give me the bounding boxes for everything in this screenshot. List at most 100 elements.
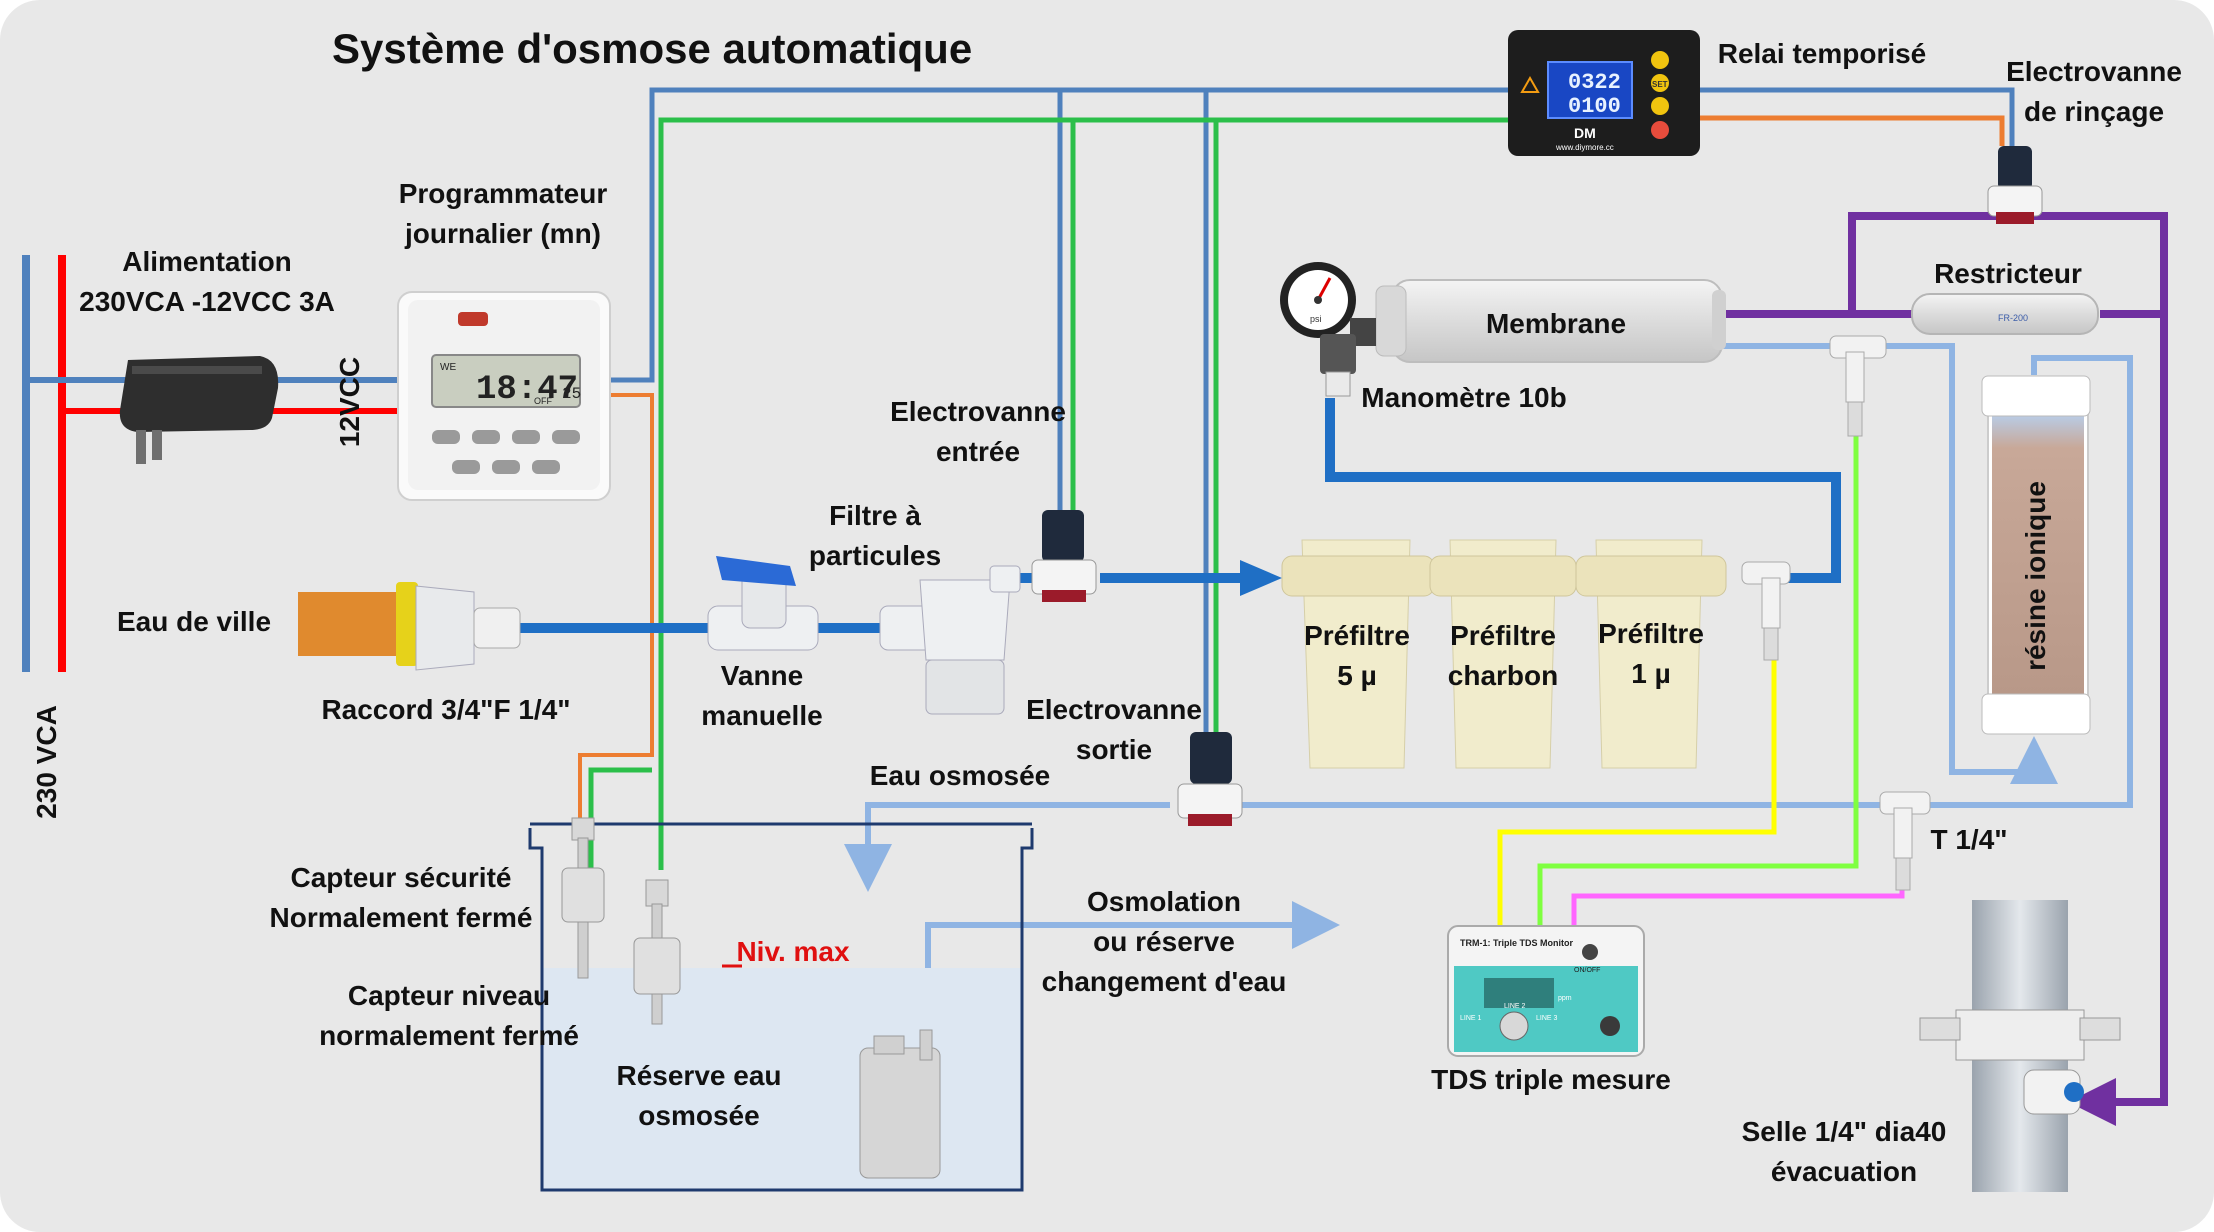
label-ev-entree: Electrovanne entrée	[880, 392, 1076, 472]
label-prefiltre-1-l2: 5 µ	[1337, 660, 1377, 691]
relay-brand: DM	[1574, 125, 1596, 141]
label-programmateur-l1: Programmateur	[398, 178, 608, 209]
pipe-lb-resine-out	[1240, 355, 2133, 808]
wire-orange-security	[578, 393, 654, 820]
manual-valve	[707, 556, 819, 651]
restrictor: FR-200	[1911, 293, 2099, 335]
label-vanne-manuelle-l2: manuelle	[701, 700, 823, 731]
diagram-title: Système d'osmose automatique	[332, 25, 973, 72]
label-niv-max: Niv. max	[736, 936, 850, 967]
city-water-inlet	[298, 582, 521, 671]
pipe-lb-to-resine	[1880, 343, 2058, 784]
label-prefiltre-3: Préfiltre 1 µ	[1586, 614, 1716, 694]
label-eau-de-ville: Eau de ville	[116, 606, 272, 637]
label-filtre-particules-l2: particules	[808, 540, 942, 571]
label-programmateur: Programmateur journalier (mn)	[374, 174, 632, 254]
pipe-purple-rinse	[2024, 212, 2168, 1126]
label-prefiltre-2-l2: charbon	[1447, 660, 1559, 691]
relay-line1: 0322	[1568, 70, 1621, 95]
label-ev-rincage: Electrovanne de rinçage	[1996, 52, 2192, 132]
tds-line1: LINE 1	[1460, 1015, 1482, 1022]
label-vanne-manuelle-l1: Vanne	[720, 660, 804, 691]
drain-saddle	[1919, 900, 2121, 1192]
label-capteur-niveau-l1: Capteur niveau	[347, 980, 551, 1011]
power-adapter	[119, 356, 279, 464]
label-reserve-l2: osmosée	[638, 1100, 760, 1131]
label-prefiltre-3-l2: 1 µ	[1631, 658, 1671, 689]
wire-blue-relay-out	[1700, 87, 2015, 146]
gauge-label: psi	[1310, 314, 1322, 324]
label-osmolation: Osmolation ou réserve changement d'eau	[1030, 882, 1298, 1002]
label-alimentation-l2: 230VCA -12VCC 3A	[79, 286, 335, 317]
label-prefiltre-2-l1: Préfiltre	[1450, 620, 1556, 651]
label-ev-sortie-l1: Electrovanne	[1026, 694, 1202, 725]
label-eau-osmosee: Eau osmosée	[869, 760, 1051, 791]
security-float-sensor	[561, 817, 605, 979]
label-prefiltre-1-l1: Préfiltre	[1304, 620, 1410, 651]
label-osmolation-l1: Osmolation	[1086, 886, 1241, 917]
label-osmolation-l3: changement d'eau	[1041, 966, 1287, 997]
wire-blue-control	[605, 87, 1508, 383]
pipe-lb-eau-osmosee	[844, 802, 1170, 892]
tds-title: TRM-1: Triple TDS Monitor	[1460, 938, 1573, 948]
tds-unit: ppm	[1558, 995, 1572, 1002]
pipe-prefiltre-membrane	[1325, 398, 1841, 583]
label-12vcc: 12VCC	[334, 356, 365, 448]
flow-arrow	[1240, 560, 1282, 596]
label-ev-sortie: Electrovanne sortie	[1016, 690, 1212, 770]
label-230vca: 230 VCA	[31, 705, 62, 819]
particle-filter	[879, 565, 1021, 715]
label-t14: T 1/4"	[1930, 824, 2008, 855]
label-ev-rincage-l2: de rinçage	[2023, 96, 2165, 127]
ion-resin-cartridge	[1981, 375, 2091, 735]
tee-fitting-prefilter	[1741, 561, 1791, 661]
label-selle-l2: évacuation	[1770, 1156, 1918, 1187]
label-manometre: Manomètre 10b	[1361, 382, 1567, 413]
label-capteur-niveau: Capteur niveau normalement fermé	[300, 976, 598, 1056]
tds-onoff: ON/OFF	[1574, 967, 1600, 974]
restrictor-text: FR-200	[1998, 313, 2028, 323]
label-alimentation-l1: Alimentation	[122, 246, 292, 277]
timer-off: OFF	[534, 396, 552, 406]
label-selle-l1: Selle 1/4" dia40	[1741, 1116, 1947, 1147]
outlet-solenoid-valve	[1177, 732, 1243, 826]
tee-fitting-t14	[1879, 791, 1931, 891]
label-restricteur: Restricteur	[1934, 258, 2082, 289]
level-float-sensor	[633, 879, 681, 1025]
label-relai: Relai temporisé	[1717, 38, 1927, 69]
wire-yellow-tds	[1497, 660, 1777, 930]
label-ev-rincage-l1: Electrovanne	[2006, 56, 2182, 87]
pressure-gauge: psi	[1280, 262, 1376, 397]
label-ev-sortie-l2: sortie	[1075, 734, 1153, 765]
tee-fitting-membrane	[1829, 335, 1887, 437]
label-tds: TDS triple mesure	[1431, 1064, 1671, 1095]
label-capteur-securite: Capteur sécurité Normalement fermé	[252, 858, 550, 938]
label-selle: Selle 1/4" dia40 évacuation	[1724, 1112, 1964, 1192]
label-ev-entree-l2: entrée	[935, 436, 1021, 467]
relay-set: SET	[1652, 80, 1668, 89]
tds-line3: LINE 3	[1536, 1015, 1558, 1022]
prefilter-2	[1429, 539, 1577, 769]
timer-seconds: 25	[562, 385, 581, 403]
label-filtre-particules: Filtre à particules	[790, 496, 960, 576]
rinse-solenoid-valve	[1987, 146, 2043, 224]
label-raccord: Raccord 3/4"F 1/4"	[321, 694, 571, 725]
label-membrane: Membrane	[1485, 308, 1627, 339]
wire-lime-tds	[1537, 410, 1859, 930]
delay-relay: 0322 0100 SET DM www.diymore.cc	[1508, 30, 1700, 156]
prefilter-3	[1575, 539, 1727, 769]
label-capteur-securite-l1: Capteur sécurité	[290, 862, 512, 893]
prefilter-1	[1281, 539, 1435, 769]
label-ev-entree-l1: Electrovanne	[890, 396, 1066, 427]
label-filtre-particules-l1: Filtre à	[829, 500, 921, 531]
inlet-solenoid-valve	[1031, 510, 1097, 602]
tds-monitor: TRM-1: Triple TDS Monitor ON/OFF ppm LIN…	[1447, 925, 1645, 1057]
label-prefiltre-1: Préfiltre 5 µ	[1292, 616, 1422, 696]
label-programmateur-l2: journalier (mn)	[404, 218, 601, 249]
label-prefiltre-3-l1: Préfiltre	[1598, 618, 1704, 649]
relay-url: www.diymore.cc	[1555, 143, 1614, 152]
timer-we: WE	[440, 362, 456, 373]
label-reserve-l1: Réserve eau	[616, 1060, 782, 1091]
